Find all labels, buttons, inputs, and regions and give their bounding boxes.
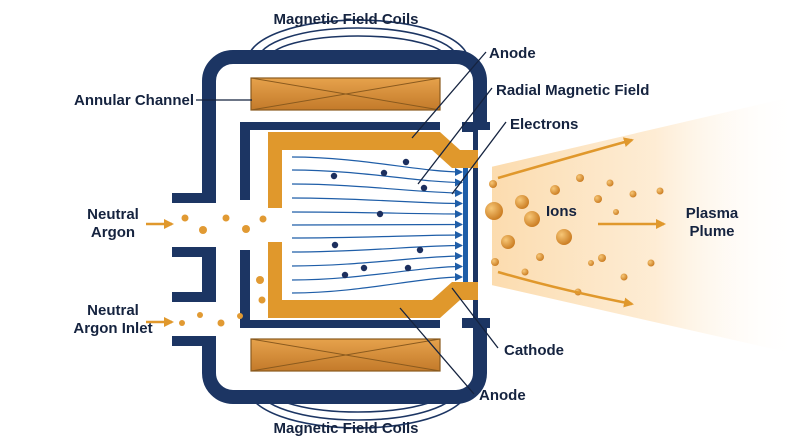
field-line (291, 183, 463, 197)
electron (404, 264, 412, 272)
label-neutral-argon-line2: Argon (91, 224, 135, 241)
field-line (291, 252, 463, 267)
ion (556, 229, 572, 245)
coil-bottom (250, 338, 441, 372)
field-line (291, 231, 463, 240)
label-cathode: Cathode (504, 342, 564, 359)
electron (360, 264, 368, 272)
neutral-particle (256, 276, 264, 284)
ion (598, 254, 606, 262)
ion (620, 273, 628, 281)
electron (416, 246, 424, 254)
argon-inlet-tube-upper (172, 193, 216, 203)
label-plasma-plume-line1: Plasma (686, 205, 739, 222)
label-neutral-argon-line1: Neutral (87, 206, 139, 223)
electron (420, 184, 428, 192)
label-anode-bottom: Anode (479, 387, 526, 404)
ion (594, 195, 602, 203)
ion (647, 259, 655, 267)
neutral-particle (242, 225, 250, 233)
ion (656, 187, 664, 195)
electron (330, 172, 338, 180)
neutral-particle (259, 215, 267, 223)
ion (524, 211, 540, 227)
electron (380, 169, 388, 177)
label-neutral-argon-inlet-line1: Neutral (87, 302, 139, 319)
field-line (291, 156, 463, 176)
ions-group (485, 174, 664, 296)
radial-magnetic-field-lines (291, 156, 463, 294)
ion (606, 179, 614, 187)
neutral-particle (199, 226, 207, 234)
electrons-group (330, 158, 428, 279)
argon-inlet-tube2-lower (172, 336, 216, 346)
ion (588, 260, 594, 266)
label-neutral-argon-inlet-line2: Argon Inlet (73, 320, 152, 337)
neutral-particle (258, 296, 266, 304)
inner-channel-wall-top (240, 122, 440, 200)
magnetic-field-arcs-top (247, 19, 469, 61)
ion (576, 174, 584, 182)
leader-lines (196, 51, 507, 395)
label-radial-magnetic-field: Radial Magnetic Field (496, 82, 649, 99)
label-anode-top: Anode (489, 45, 536, 62)
neutral-particle (217, 319, 225, 327)
neutral-argon-particles (179, 214, 267, 327)
ion (521, 268, 529, 276)
label-electrons: Electrons (510, 116, 578, 133)
ion (613, 209, 619, 215)
neutral-particle (179, 320, 185, 326)
electron (376, 210, 384, 218)
ion (629, 190, 637, 198)
neutral-particle (197, 312, 203, 318)
neutral-particle (222, 214, 230, 222)
label-ions: Ions (546, 203, 577, 220)
inner-channel-wall-bottom (240, 250, 440, 328)
electron (341, 271, 349, 279)
field-line (291, 209, 463, 218)
field-line (291, 273, 463, 294)
coil-top (250, 77, 441, 111)
label-magnetic-field-coils-bottom: Magnetic Field Coils (273, 420, 418, 437)
ion (550, 185, 560, 195)
field-line (291, 220, 463, 229)
ion (489, 180, 497, 188)
field-line (291, 241, 463, 253)
neutral-particle (181, 214, 189, 222)
ion (515, 195, 529, 209)
label-magnetic-field-coils-top: Magnetic Field Coils (273, 11, 418, 28)
ion (491, 258, 499, 266)
neutral-particle (237, 313, 243, 319)
argon-inlet-tube-lower (172, 247, 216, 257)
ion (485, 202, 503, 220)
input-arrows (146, 219, 174, 327)
argon-inlet-tube2-upper (172, 292, 216, 302)
ion (501, 235, 515, 249)
field-line (291, 262, 463, 281)
label-annular-channel: Annular Channel (74, 92, 194, 109)
plume-arrows (497, 137, 666, 308)
field-line (291, 169, 463, 187)
ion (536, 253, 544, 261)
field-line (291, 197, 463, 208)
label-plasma-plume-line2: Plume (689, 223, 734, 240)
electron (331, 241, 339, 249)
electron (402, 158, 410, 166)
exit-plane (463, 168, 468, 282)
anode (268, 132, 478, 318)
